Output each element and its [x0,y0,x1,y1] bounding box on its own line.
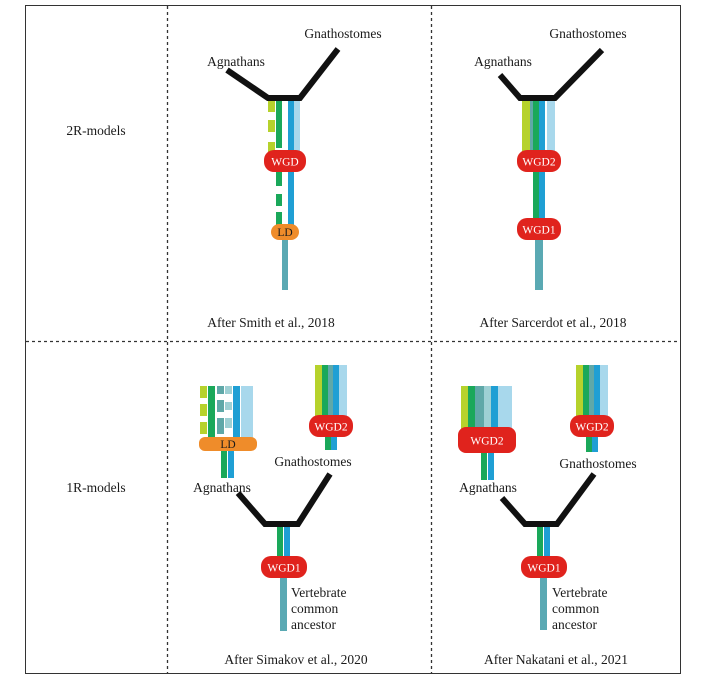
wgd2-marker [309,415,353,437]
ld-marker [199,437,257,451]
wgd1-marker [261,556,307,578]
lineage-teal-dashed [217,386,224,434]
lineage-lime-dashed [200,386,207,434]
lineage-green [583,365,589,417]
ld-label: LD [277,227,292,239]
gnathostomes-label: Gnathostomes [559,456,636,471]
lineage-green [468,386,475,436]
wgd2-marker [570,415,614,437]
ancestor-label-line2: common [291,601,338,616]
panel-nakatani-2021: WGD2 WGD2 WGD1 Agnathans Gnathostomes Ve… [458,365,637,667]
gnathostome-bundle: WGD2 [570,365,614,452]
branch-y [497,47,605,101]
below-wgd2-green [586,430,592,452]
agnathans-label: Agnathans [459,480,517,495]
ancestor-stem [540,575,547,630]
lineage-lightblue [498,386,512,436]
lineage-lime [315,365,322,417]
ancestor-stem [282,238,288,290]
wgd1-label: WGD1 [522,225,555,237]
caption-smith: After Smith et al., 2018 [207,315,335,330]
lineage-lime [461,386,468,436]
gnathostomes-label: Gnathostomes [274,454,351,469]
gnathostomes-label: Gnathostomes [304,26,381,41]
caption-nakatani: After Nakatani et al., 2021 [484,652,628,667]
lineage-green-dashed [276,100,282,226]
wgd2-marker [517,150,561,172]
ancestor-label-line1: Vertebrate [291,585,346,600]
wgd2-label: WGD2 [575,422,608,434]
below-wgd2-green [481,450,487,480]
ancestor-label-line1: Vertebrate [552,585,607,600]
stem-green [277,525,283,563]
stem-green [537,525,543,563]
branch-y [499,472,597,527]
wgd2-label: WGD2 [314,422,347,434]
lineage-lime [576,365,583,417]
row-label-1r: 1R-models [66,480,125,495]
below-ld-cyan [228,448,234,478]
ld-label: LD [220,439,235,451]
wgd2-marker [458,427,516,453]
row-label-2r: 2R-models [66,123,125,138]
agnathans-label: Agnathans [207,54,265,69]
panel-simakov-2020: LD WGD2 WGD1 Agnathans Gnathostomes Vert… [193,365,368,667]
wgd2-label: WGD2 [470,436,503,448]
lineage-cyan [491,386,498,436]
lineage-teal [530,100,533,160]
lineage-cyan [594,365,600,417]
lineage-teal [475,386,484,436]
lineage-cyan [233,386,240,438]
below-wgd2-green [325,430,331,450]
lineage-lime-dashed [268,100,275,152]
wgd1-marker [521,556,567,578]
below-wgd2-cyan [592,430,598,452]
agnathan-bundle: WGD2 [458,386,516,480]
ancestor-stem [535,238,543,290]
ld-marker [271,224,299,240]
grid-frame [25,5,681,674]
below-wgd2-cyan [331,430,337,450]
panel-sarcerdot-2018: WGD2 WGD1 Agnathans Gnathostomes After S… [474,26,627,330]
ancestor-label-line3: ancestor [291,617,336,632]
caption-sarcerdot: After Sarcerdot et al., 2018 [480,315,627,330]
wgd1-marker [517,218,561,240]
panel-smith-2018: WGD LD Agnathans Gnathostomes After Smit… [207,26,382,330]
wgd1-label: WGD1 [527,563,560,575]
lineage-lightblue [600,365,608,417]
lineage-lime [522,100,530,160]
branch-y [235,472,333,527]
outer-border [25,5,681,674]
ancestor-label-line3: ancestor [552,617,597,632]
agnathans-label: Agnathans [474,54,532,69]
wgd-label: WGD [271,157,298,169]
ancestor-label-line2: common [552,601,599,616]
stem-cyan [544,525,550,563]
lineage-lightblue [294,100,300,160]
wgd2-label: WGD2 [522,157,555,169]
ancestor-stem [280,575,287,631]
lineage-paleteal-dashed [225,386,232,428]
branch-y [225,47,341,101]
below-ld-green [221,448,227,478]
lineage-lightblue [339,365,347,417]
lineage-cyan [333,365,339,417]
lineage-green [322,365,328,417]
lineage-paleteal [484,386,491,436]
agnathans-label: Agnathans [193,480,251,495]
agnathan-bundle: LD [199,386,257,478]
gnathostome-bundle: WGD2 [309,365,353,450]
lineage-green [208,386,215,438]
lineage-teal [328,365,333,417]
lineage-lightblue [241,386,253,438]
gnathostomes-label: Gnathostomes [549,26,626,41]
wgd-marker [264,150,306,172]
lineage-lightblue [547,100,555,160]
lineage-teal [589,365,594,417]
stem-cyan [284,525,290,563]
wgd1-label: WGD1 [267,563,300,575]
caption-simakov: After Simakov et al., 2020 [224,652,367,667]
below-wgd2-cyan [488,450,494,480]
